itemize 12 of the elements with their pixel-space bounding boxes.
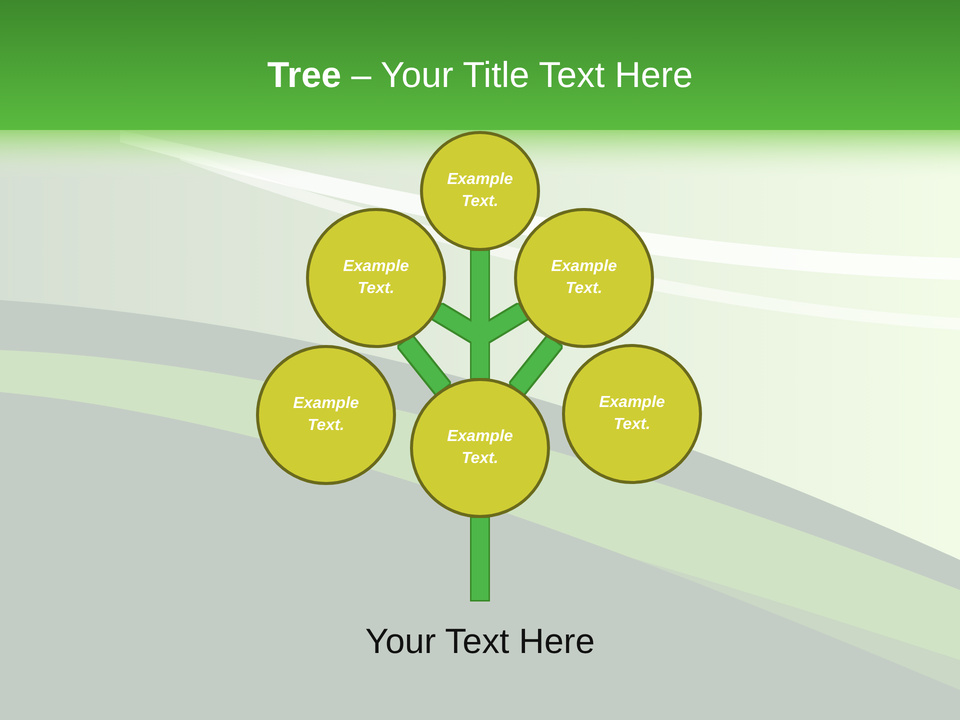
tree-branch <box>510 336 562 394</box>
node-text: Example Text. <box>599 393 665 435</box>
slide-title: Tree – Your Title Text Here <box>267 53 693 97</box>
node-text: Example Text. <box>343 257 409 299</box>
tree-trunk <box>472 337 488 378</box>
node-text: Example Text. <box>551 257 617 299</box>
node-text: Example Text. <box>447 170 513 212</box>
tree-trunk <box>472 518 488 600</box>
tree-branch <box>398 336 450 394</box>
node-text: Example Text. <box>447 427 513 469</box>
caption-text: Your Text Here <box>365 621 595 663</box>
node-text: Example Text. <box>293 394 359 436</box>
